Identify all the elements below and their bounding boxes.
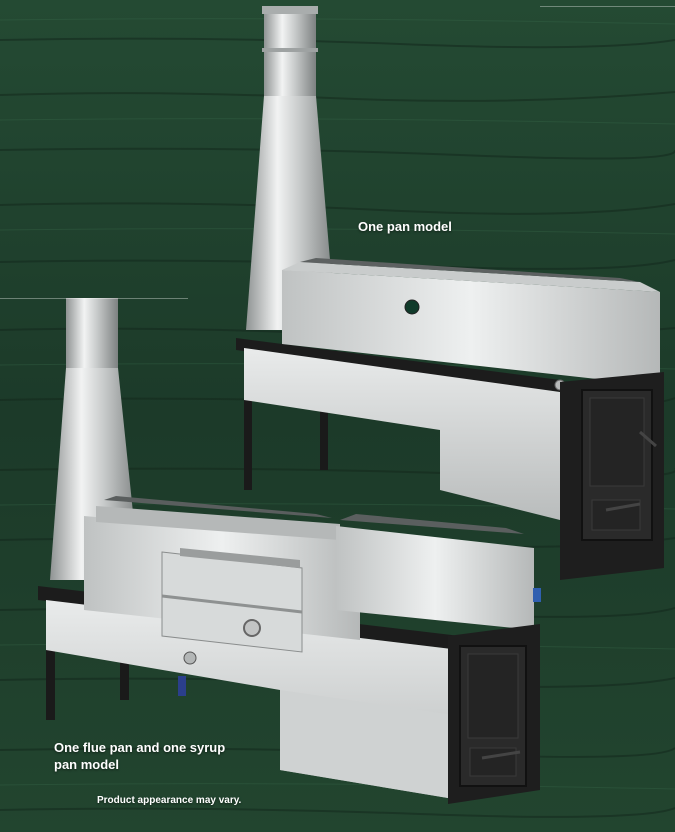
flue-label-line1: One flue pan and one syrup [54,740,226,755]
appearance-disclaimer: Product appearance may vary. [97,795,242,806]
inset-border-right [540,6,675,7]
flue-label-line2: pan model [54,757,120,772]
flue-syrup-model-label: One flue pan and one syrup pan model [54,739,294,773]
inset-border-top [0,298,188,299]
one-pan-model-label: One pan model [358,219,452,234]
